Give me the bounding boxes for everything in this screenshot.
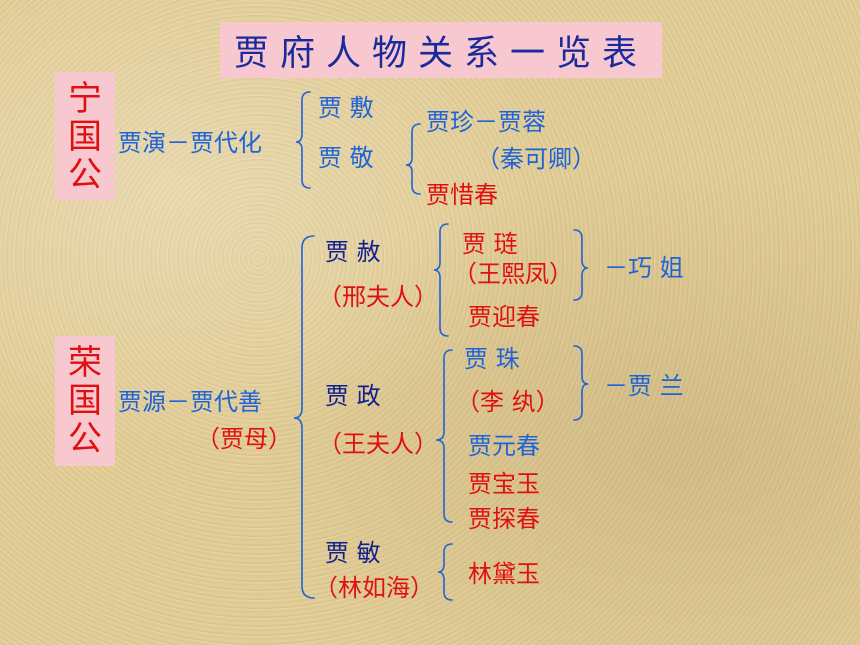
ning-grandson: 贾珍－贾蓉 [426, 108, 546, 136]
ning-grandson-wife: （秦可卿） [476, 145, 596, 173]
bracket-min-children [437, 543, 453, 601]
zheng-child-zhu-wife: （李 纨） [456, 388, 560, 416]
zheng-child-zhu: 贾 珠 [464, 345, 520, 373]
she-name: 贾 赦 [325, 238, 381, 266]
rong-ancestor: 贾源－贾代善 [118, 388, 262, 416]
min-name: 贾 敏 [325, 539, 381, 567]
bracket-she-children [433, 223, 449, 337]
zheng-child-tanchun: 贾探春 [468, 505, 540, 533]
zheng-name: 贾 政 [325, 382, 381, 410]
zheng-descendant: －贾 兰 [604, 372, 684, 400]
she-descendant: －巧 姐 [604, 254, 684, 282]
zheng-child-baoyu: 贾宝玉 [468, 470, 540, 498]
she-child-yingchun: 贾迎春 [468, 303, 540, 331]
bracket-lian [573, 229, 589, 301]
she-child-lian-wife: （王熙凤） [453, 260, 573, 288]
ning-label-1: 宁 [68, 79, 102, 119]
page-title: 贾府人物关系一览表 [233, 33, 648, 74]
ning-ancestor: 贾演－贾代化 [118, 129, 262, 157]
ning-granddaughter: 贾惜春 [426, 181, 498, 209]
rong-label-1: 荣 [68, 343, 102, 383]
bracket-rong-children [293, 235, 315, 599]
rong-label-3: 公 [68, 419, 102, 459]
bracket-zhu [573, 345, 589, 421]
she-wife: （邢夫人） [318, 283, 438, 311]
bracket-zheng-children [435, 349, 453, 523]
rong-ancestor-wife: （贾母） [196, 425, 292, 453]
zheng-child-yuanchun: 贾元春 [468, 432, 540, 460]
title-background [220, 22, 662, 78]
she-child-lian: 贾 琏 [462, 230, 518, 258]
rong-label-2: 国 [68, 381, 102, 421]
min-child-daiyu: 林黛玉 [468, 560, 540, 588]
rong-label-box [55, 336, 115, 466]
ning-label-2: 国 [68, 117, 102, 157]
bracket-ning-sons [295, 91, 311, 189]
min-husband: （林如海） [314, 574, 434, 602]
zheng-wife: （王夫人） [318, 430, 438, 458]
ning-son-fu: 贾 敷 [318, 94, 374, 122]
ning-son-jing: 贾 敬 [318, 144, 374, 172]
ning-label-box [55, 72, 115, 200]
ning-label-3: 公 [68, 155, 102, 195]
bracket-jing-children [405, 123, 421, 195]
